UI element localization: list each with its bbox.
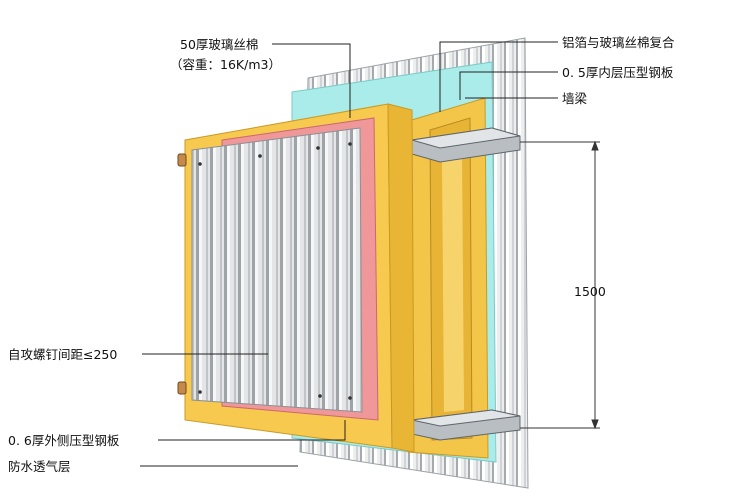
dimension-1500 <box>520 140 600 430</box>
screw-dots <box>198 142 352 400</box>
label-wall-beam: 墙梁 <box>562 91 588 106</box>
label-glass-wool: 50厚玻璃丝棉 <box>180 37 259 52</box>
label-glass-wool-density: （容重：16K/m3） <box>170 57 281 72</box>
outer-steel-panel <box>191 127 363 413</box>
label-foil-composite: 铝箔与玻璃丝棉复合 <box>562 35 675 50</box>
label-inner-panel: 0. 5厚内层压型钢板 <box>562 65 674 80</box>
bottom-purlin <box>411 409 521 441</box>
label-dimension: 1500 <box>574 284 606 299</box>
glass-wool-block-side <box>387 103 415 453</box>
label-outer-panel: 0. 6厚外侧压型钢板 <box>8 433 120 448</box>
leader-lines <box>140 41 558 467</box>
bolt-bottom <box>177 381 187 395</box>
label-screw-spacing: 自攻螺钉间距≤250 <box>8 347 118 362</box>
bolt-top <box>177 153 187 167</box>
label-membrane: 防水透气层 <box>8 459 71 474</box>
top-purlin <box>411 127 521 163</box>
